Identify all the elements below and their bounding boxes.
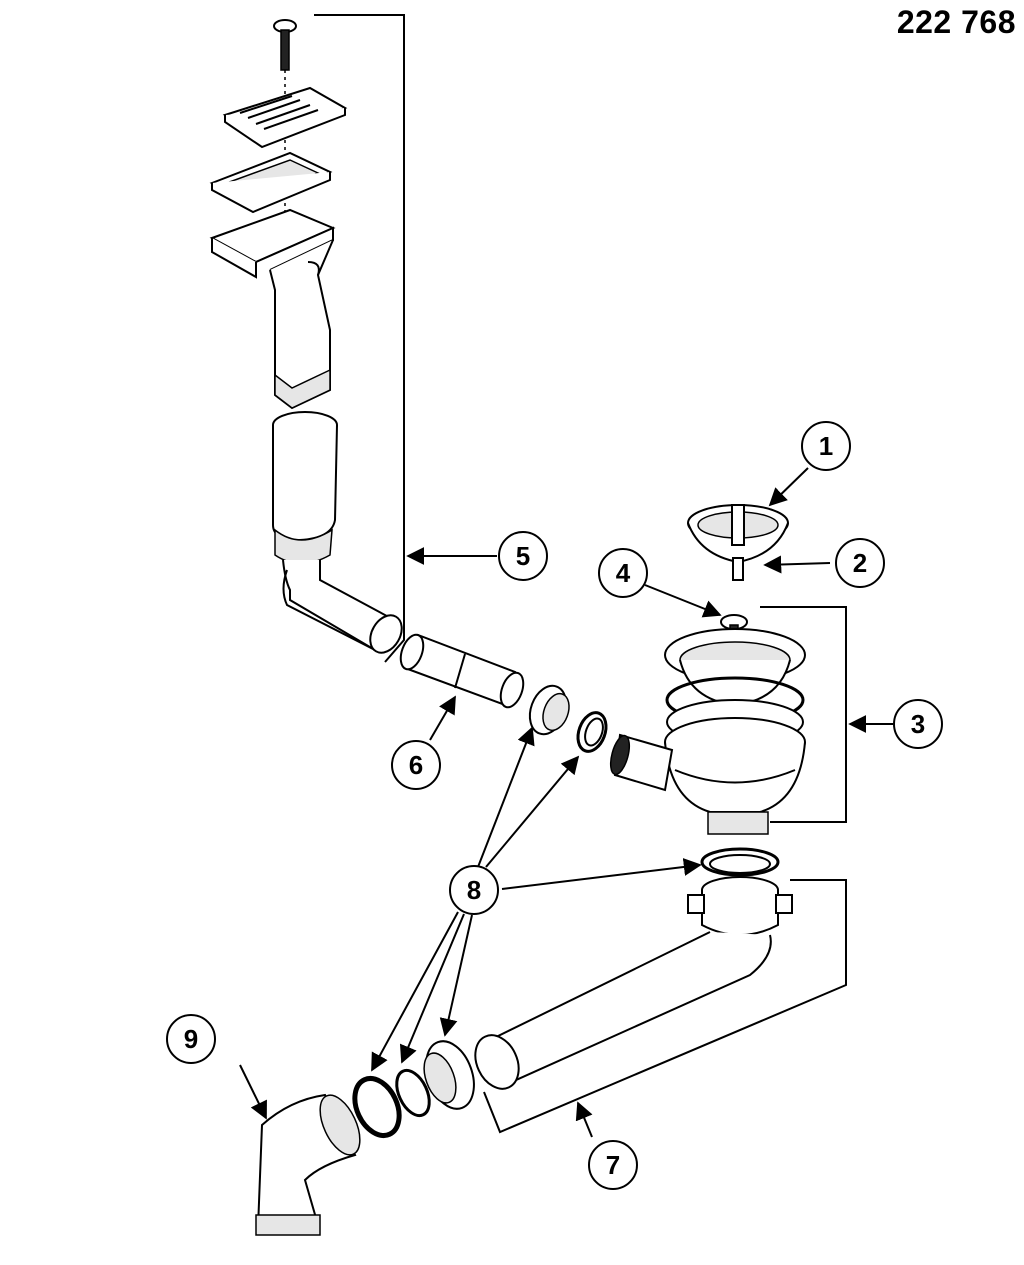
sealing-ring-small — [576, 711, 608, 753]
callout-8: 8 — [449, 865, 499, 915]
callout-5-label: 5 — [516, 541, 530, 571]
union-nut-small — [528, 684, 570, 736]
overflow-hose — [272, 411, 403, 654]
elbow-fitting — [255, 1093, 361, 1236]
callout-1-label: 1 — [819, 431, 833, 461]
bracket-5 — [314, 14, 405, 663]
overflow-gasket — [209, 151, 333, 214]
callout-4-label: 4 — [616, 558, 631, 588]
callout-5: 5 — [498, 531, 548, 581]
overflow-grate — [222, 86, 348, 149]
outlet-pipe — [423, 876, 847, 1134]
callout-6-label: 6 — [409, 750, 423, 780]
strainer-basket — [687, 504, 789, 581]
overflow-assembly — [209, 14, 405, 663]
drain-body — [609, 606, 847, 835]
sealing-ring-elbow-outer — [352, 1076, 402, 1138]
callout-3-label: 3 — [911, 709, 925, 739]
connector-pipe — [399, 633, 525, 709]
callout-3: 3 — [893, 699, 943, 749]
callout-9: 9 — [166, 1014, 216, 1064]
overflow-body — [209, 208, 336, 410]
sealing-ring-drain — [700, 847, 780, 877]
callout-7: 7 — [588, 1140, 638, 1190]
callout-1: 1 — [801, 421, 851, 471]
part-number: 222 768 — [896, 4, 1016, 40]
callout-2: 2 — [835, 538, 885, 588]
sealing-ring-elbow-inner — [395, 1068, 431, 1118]
callout-9-label: 9 — [184, 1024, 198, 1054]
overflow-screw — [273, 19, 297, 230]
callout-4: 4 — [598, 548, 648, 598]
callout-7-label: 7 — [606, 1150, 620, 1180]
leader-lines — [239, 467, 893, 1138]
callout-2-label: 2 — [853, 548, 867, 578]
callout-6: 6 — [391, 740, 441, 790]
callout-8-label: 8 — [467, 875, 481, 905]
